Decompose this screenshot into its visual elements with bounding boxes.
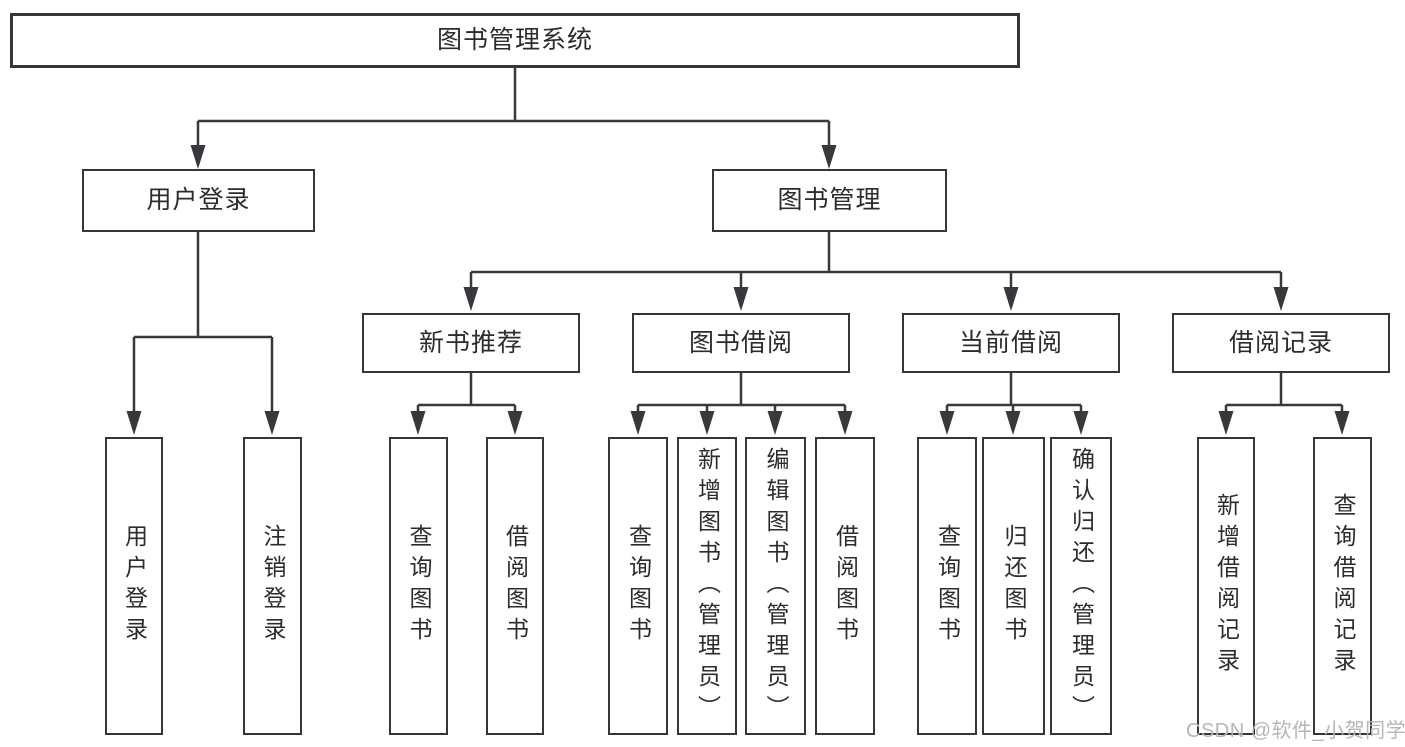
node-current-borrowing: 当前借阅 [902,313,1120,373]
csdn-watermark: CSDN @软件_小贺同学 [1186,720,1405,742]
node-borrowing-records: 借阅记录 [1172,313,1390,373]
leaf-borrow-books: 借阅图书 [815,437,875,735]
leaf-add-borrow-record: 新增借阅记录 [1197,437,1255,735]
leaf-logout: 注销登录 [243,437,302,735]
node-book-management: 图书管理 [712,169,947,232]
leaf-return-books: 归还图书 [982,437,1045,735]
leaf-query-borrow-record: 查询借阅记录 [1313,437,1372,735]
leaf-edit-books-admin: 编辑图书（管理员） [745,437,806,735]
node-library-management-system: 图书管理系统 [10,13,1020,68]
leaf-query-books-recommend: 查询图书 [389,437,448,735]
node-user-login: 用户登录 [82,169,315,232]
node-book-borrowing: 图书借阅 [632,313,850,373]
leaf-user-login: 用户登录 [105,437,163,735]
leaf-add-books-admin: 新增图书（管理员） [677,437,737,735]
leaf-query-books-borrowing: 查询图书 [608,437,668,735]
leaf-confirm-return-admin: 确认归还（管理员） [1050,437,1112,735]
leaf-query-books-current: 查询图书 [917,437,977,735]
leaf-borrow-books-recommend: 借阅图书 [486,437,544,735]
node-new-book-recommendation: 新书推荐 [362,313,580,373]
